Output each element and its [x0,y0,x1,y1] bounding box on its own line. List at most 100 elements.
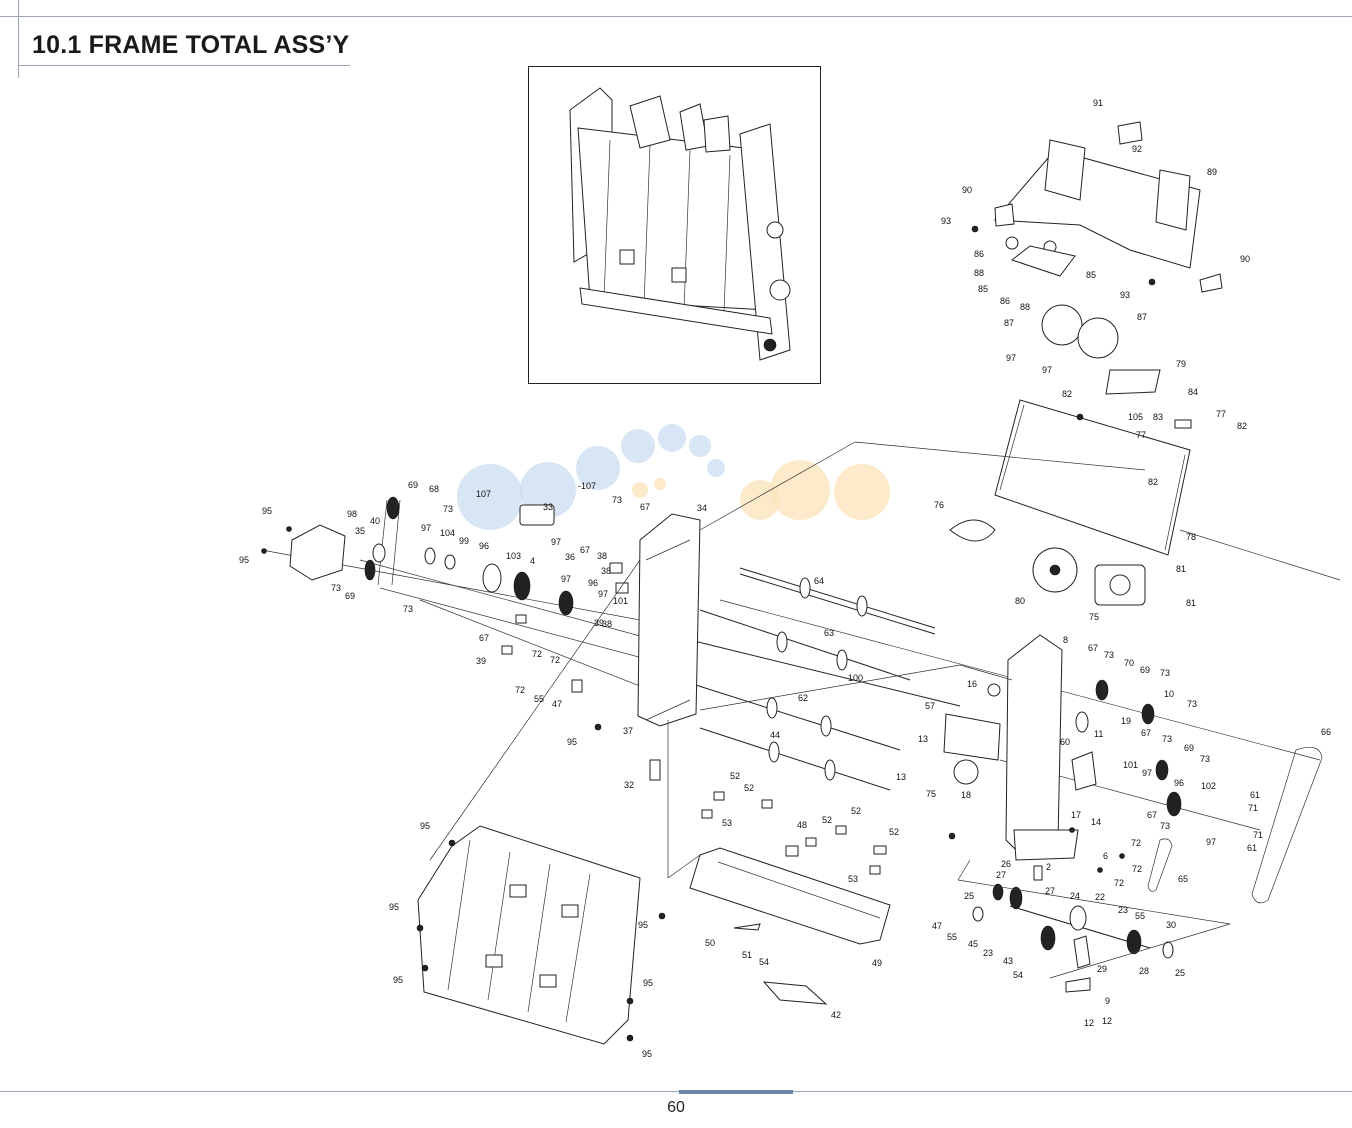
callout-85: 85 [1086,270,1096,280]
callout-labels: 9192899093868885868885909387879797798482… [239,98,1331,1059]
callout-2: 2 [1046,862,1051,872]
callout-90: 90 [962,185,972,195]
shafts [261,549,1321,831]
callout-18: 18 [961,790,971,800]
callout-64: 64 [814,576,824,586]
callout-27: 27 [996,870,1006,880]
callout-82: 82 [1148,477,1158,487]
footer-rule [0,1091,1352,1092]
callout-69: 69 [1184,743,1194,753]
callout-37: 37 [623,726,633,736]
callout-67: 67 [640,502,650,512]
callout-77: 77 [1136,430,1146,440]
callout-49: 49 [872,958,882,968]
callout-73: 73 [1162,734,1172,744]
callout-86: 86 [974,249,984,259]
callout-12: 12 [1102,1016,1112,1026]
callout-97: 97 [1206,837,1216,847]
header-vertical-rule [18,0,19,78]
callout-38: 38 [601,566,611,576]
callout-84: 84 [1188,387,1198,397]
callout-99: 99 [459,536,469,546]
callout-95: 95 [262,506,272,516]
callout-73: 73 [1104,650,1114,660]
callout-97: 97 [598,589,608,599]
right-side-frame [943,634,1323,904]
callout-48: 48 [797,820,807,830]
callout-91: 91 [1093,98,1103,108]
callout-81: 81 [1176,564,1186,574]
callout-95: 95 [643,978,653,988]
callout-27: 27 [1045,886,1055,896]
callout-60: 60 [1060,737,1070,747]
callout-96: 96 [588,578,598,588]
callout-10: 10 [1164,689,1174,699]
callout-19: 19 [1121,716,1131,726]
callout-87: 87 [1137,312,1147,322]
callout-61: 61 [1247,843,1257,853]
callout-93: 93 [941,216,951,226]
callout-38: 38 [597,551,607,561]
callout-88: 88 [974,268,984,278]
callout-95: 95 [389,902,399,912]
callout-12: 12 [1084,1018,1094,1028]
callout-38: 38 [602,619,612,629]
page-number: 60 [667,1099,685,1116]
callout-55: 55 [534,694,544,704]
callout-95: 95 [638,920,648,930]
callout-95: 95 [239,555,249,565]
callout-100: 100 [848,673,863,683]
callout-29: 29 [1097,964,1107,974]
callout-62: 62 [798,693,808,703]
callout-87: 87 [1004,318,1014,328]
callout-52: 52 [730,771,740,781]
callout-75: 75 [926,789,936,799]
callout-90: 90 [1240,254,1250,264]
callout-67: 67 [1088,643,1098,653]
callout-95: 95 [393,975,403,985]
callout-51: 51 [742,950,752,960]
callout-44: 44 [770,730,780,740]
callout-98: 98 [347,509,357,519]
callout-54: 54 [759,957,769,967]
callout-97: 97 [1042,365,1052,375]
callout-70: 70 [1124,658,1134,668]
callout-25: 25 [964,891,974,901]
watermark-logo [457,424,890,530]
callout-73: 73 [1160,668,1170,678]
callout-73: 73 [612,495,622,505]
callout-96: 96 [479,541,489,551]
callout-47: 47 [932,921,942,931]
callout-14: 14 [1091,817,1101,827]
callout-43: 43 [1003,956,1013,966]
callout-68: 68 [429,484,439,494]
callout-28: 28 [1139,966,1149,976]
callout-11: 11 [1094,729,1103,739]
callout-34: 34 [697,503,707,513]
callout-67: 67 [580,545,590,555]
callout-82: 82 [1062,389,1072,399]
callout-52: 52 [851,806,861,816]
callout-97: 97 [421,523,431,533]
callout-88: 88 [1020,302,1030,312]
callout-69: 69 [408,480,418,490]
callout-13: 13 [918,734,928,744]
callout-36: 36 [565,552,575,562]
callout-35: 35 [355,526,365,536]
left-gear-train [261,496,629,693]
callout-72: 72 [515,685,525,695]
callout-52: 52 [744,783,754,793]
callout-55: 55 [1135,911,1145,921]
callout-72: 72 [550,655,560,665]
callout-30: 30 [1166,920,1176,930]
callout-97: 97 [551,537,561,547]
callout-86: 86 [1000,296,1010,306]
callout-9: 9 [1105,996,1110,1006]
callout-83: 83 [1153,412,1163,422]
callout-33: 33 [543,502,553,512]
callout-40: 40 [370,516,380,526]
callout-96: 96 [1174,778,1184,788]
callout-71: 71 [1248,803,1258,813]
callout-45: 45 [968,939,978,949]
